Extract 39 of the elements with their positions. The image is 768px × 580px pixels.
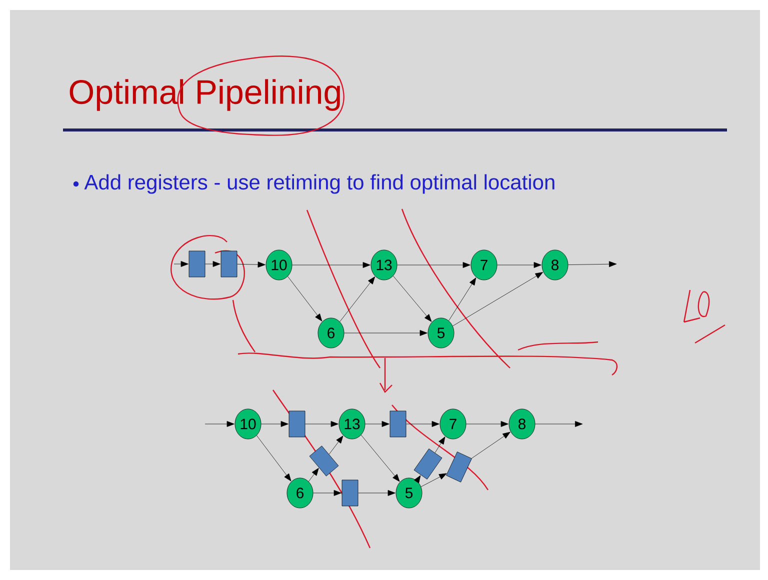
register-box (220, 250, 238, 278)
arrow (305, 421, 338, 427)
arrow (568, 261, 617, 268)
arrow (448, 278, 476, 321)
arrow (497, 262, 542, 268)
arrow (434, 436, 446, 453)
arrow (237, 262, 266, 268)
arrow (471, 432, 510, 459)
arrow (420, 473, 447, 487)
arrow (174, 261, 188, 267)
arrow (261, 421, 288, 427)
register-box (288, 410, 306, 438)
arrow (205, 261, 220, 267)
bullet-text: Add registers - use retiming to find optimal location (84, 174, 554, 194)
arrow (358, 490, 396, 496)
arrow (452, 272, 543, 326)
arrow (397, 262, 470, 268)
arrow (360, 434, 400, 482)
register-box (342, 480, 358, 506)
arrow (292, 262, 370, 268)
register-box (390, 410, 406, 438)
arrow (204, 421, 234, 427)
register-box (188, 250, 206, 278)
arrow (535, 421, 583, 427)
register-box (309, 446, 339, 476)
register-box (414, 448, 442, 480)
arrow (392, 276, 432, 322)
arrow (365, 421, 390, 427)
arrow (256, 435, 292, 482)
arrow (308, 468, 319, 482)
arrow (328, 436, 344, 454)
arrow (414, 475, 421, 484)
arrow (313, 490, 342, 496)
arrow (406, 421, 440, 427)
arrow (466, 421, 508, 427)
arrow (344, 330, 428, 336)
arrow (340, 276, 376, 322)
arrow (288, 276, 322, 322)
register-box (446, 452, 472, 482)
